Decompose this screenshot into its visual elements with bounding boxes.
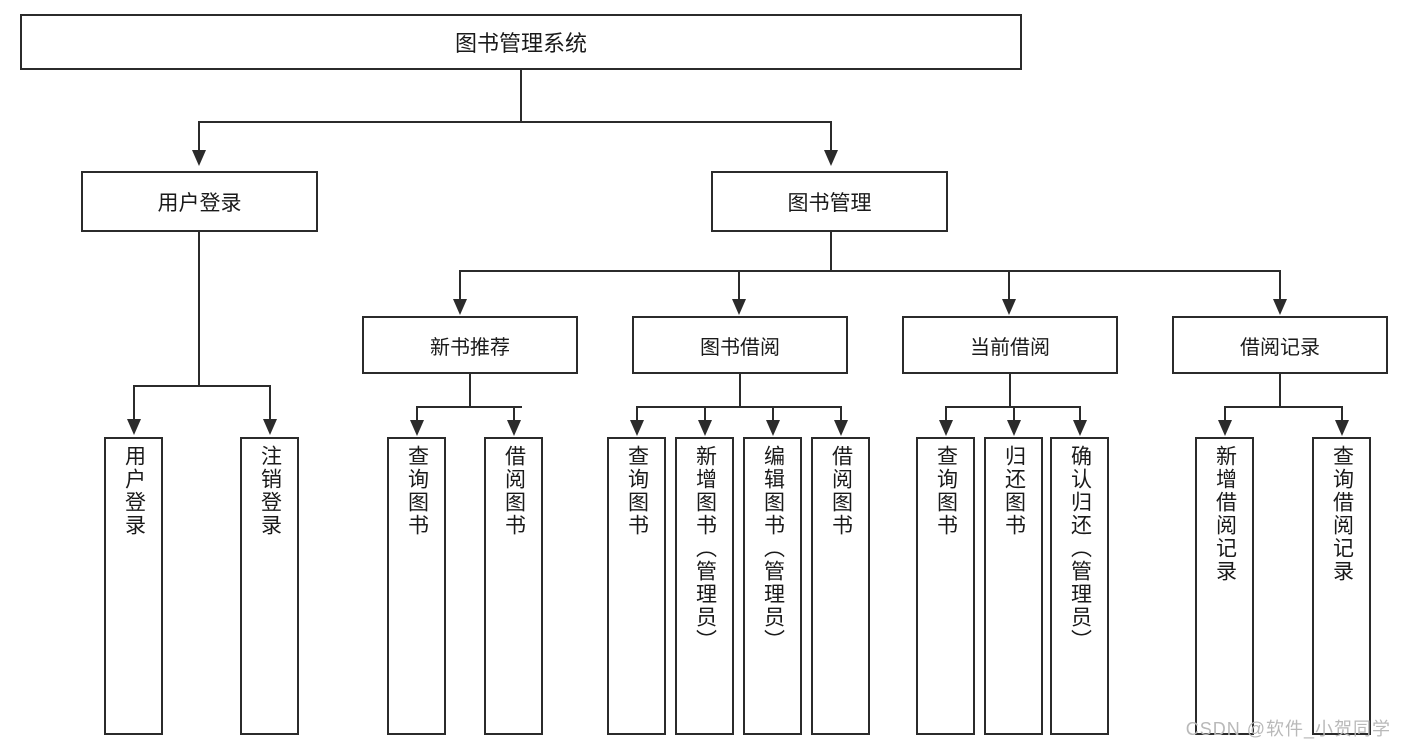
leaf-borrow-record-2-label: 查询借阅记录 (1330, 445, 1354, 583)
arrowhead-br-leaf-2 (1335, 420, 1349, 436)
arrowhead-root-to-book-manage (824, 150, 838, 166)
node-book-manage: 图书管理 (711, 171, 948, 232)
leaf-current-borrow-1: 查询图书 (916, 437, 975, 735)
leaf-book-borrow-3: 编辑图书（管理员） (743, 437, 802, 735)
connector-bb-drop-2 (704, 406, 706, 422)
connector-root-stem (520, 70, 522, 122)
arrowhead-bb-leaf-1 (630, 420, 644, 436)
leaf-user-login-1-label: 用户登录 (122, 445, 146, 537)
csdn-watermark: CSDN @软件_小贺同学 (1185, 719, 1391, 739)
arrowhead-br-leaf-1 (1218, 420, 1232, 436)
connector-book-manage-drop-2 (738, 270, 740, 300)
arrowhead-user-login-leaf-1 (127, 419, 141, 435)
leaf-book-borrow-1-label: 查询图书 (625, 445, 649, 537)
leaf-current-borrow-3: 确认归还（管理员） (1050, 437, 1109, 735)
connector-new-book-recommend-bus (416, 406, 522, 408)
node-new-book-recommend-label: 新书推荐 (430, 336, 510, 359)
connector-current-borrow-bus (945, 406, 1080, 408)
connector-book-manage-drop-1 (459, 270, 461, 300)
arrowhead-to-new-book-recommend (453, 299, 467, 315)
node-new-book-recommend: 新书推荐 (362, 316, 578, 374)
connector-root-drop-2 (830, 121, 832, 151)
leaf-book-borrow-2: 新增图书（管理员） (675, 437, 734, 735)
connector-book-borrow-stem (739, 374, 741, 407)
node-book-manage-label: 图书管理 (787, 191, 872, 215)
connector-cb-drop-3 (1079, 406, 1081, 422)
connector-user-login-bus (133, 385, 270, 387)
leaf-current-borrow-2: 归还图书 (984, 437, 1043, 735)
leaf-current-borrow-3-label: 确认归还（管理员） (1068, 445, 1092, 652)
connector-book-manage-stem (830, 232, 832, 271)
connector-book-manage-drop-4 (1279, 270, 1281, 300)
connector-root-drop-1 (198, 121, 200, 151)
connector-user-login-drop-1 (133, 385, 135, 420)
connector-br-drop-2 (1341, 406, 1343, 422)
node-current-borrow-label: 当前借阅 (970, 336, 1050, 359)
connector-bb-drop-4 (840, 406, 842, 422)
connector-current-borrow-stem (1009, 374, 1011, 407)
leaf-book-borrow-1: 查询图书 (607, 437, 666, 735)
leaf-borrow-record-2: 查询借阅记录 (1312, 437, 1371, 735)
leaf-borrow-record-1-label: 新增借阅记录 (1213, 445, 1237, 583)
leaf-user-login-2-label: 注销登录 (258, 445, 282, 537)
node-root: 图书管理系统 (20, 14, 1022, 70)
node-root-label: 图书管理系统 (454, 31, 587, 56)
connector-bb-drop-3 (772, 406, 774, 422)
connector-new-book-recommend-stem (469, 374, 471, 407)
connector-cb-drop-2 (1013, 406, 1015, 422)
node-borrow-record-label: 借阅记录 (1240, 336, 1320, 359)
leaf-new-book-recommend-2-label: 借阅图书 (502, 445, 526, 537)
arrowhead-nbr-leaf-1 (410, 420, 424, 436)
arrowhead-bb-leaf-4 (834, 420, 848, 436)
node-user-login-label: 用户登录 (157, 191, 242, 215)
arrowhead-cb-leaf-3 (1073, 420, 1087, 436)
connector-book-manage-drop-3 (1008, 270, 1010, 300)
leaf-current-borrow-2-label: 归还图书 (1002, 445, 1026, 537)
arrowhead-bb-leaf-2 (698, 420, 712, 436)
connector-br-drop-1 (1224, 406, 1226, 422)
arrowhead-user-login-leaf-2 (263, 419, 277, 435)
node-borrow-record: 借阅记录 (1172, 316, 1388, 374)
connector-book-borrow-bus (636, 406, 840, 408)
leaf-borrow-record-1: 新增借阅记录 (1195, 437, 1254, 735)
arrowhead-cb-leaf-2 (1007, 420, 1021, 436)
node-book-borrow-label: 图书借阅 (700, 336, 780, 359)
node-user-login: 用户登录 (81, 171, 318, 232)
leaf-book-borrow-3-label: 编辑图书（管理员） (761, 445, 785, 652)
arrowhead-to-book-borrow (732, 299, 746, 315)
connector-borrow-record-stem (1279, 374, 1281, 407)
leaf-user-login-1: 用户登录 (104, 437, 163, 735)
connector-cb-drop-1 (945, 406, 947, 422)
leaf-new-book-recommend-1: 查询图书 (387, 437, 446, 735)
connector-book-manage-bus (459, 270, 1281, 272)
connector-user-login-stem (198, 232, 200, 386)
connector-root-bus (198, 121, 832, 123)
node-book-borrow: 图书借阅 (632, 316, 848, 374)
leaf-user-login-2: 注销登录 (240, 437, 299, 735)
leaf-book-borrow-2-label: 新增图书（管理员） (693, 445, 717, 652)
connector-nbr-drop-2 (513, 406, 515, 422)
leaf-new-book-recommend-1-label: 查询图书 (405, 445, 429, 537)
arrowhead-root-to-user-login (192, 150, 206, 166)
leaf-new-book-recommend-2: 借阅图书 (484, 437, 543, 735)
connector-nbr-drop-1 (416, 406, 418, 422)
arrowhead-to-current-borrow (1002, 299, 1016, 315)
arrowhead-to-borrow-record (1273, 299, 1287, 315)
leaf-book-borrow-4-label: 借阅图书 (829, 445, 853, 537)
leaf-book-borrow-4: 借阅图书 (811, 437, 870, 735)
arrowhead-nbr-leaf-2 (507, 420, 521, 436)
connector-user-login-drop-2 (269, 385, 271, 420)
leaf-current-borrow-1-label: 查询图书 (934, 445, 958, 537)
connector-bb-drop-1 (636, 406, 638, 422)
node-current-borrow: 当前借阅 (902, 316, 1118, 374)
arrowhead-bb-leaf-3 (766, 420, 780, 436)
arrowhead-cb-leaf-1 (939, 420, 953, 436)
connector-borrow-record-bus (1224, 406, 1342, 408)
